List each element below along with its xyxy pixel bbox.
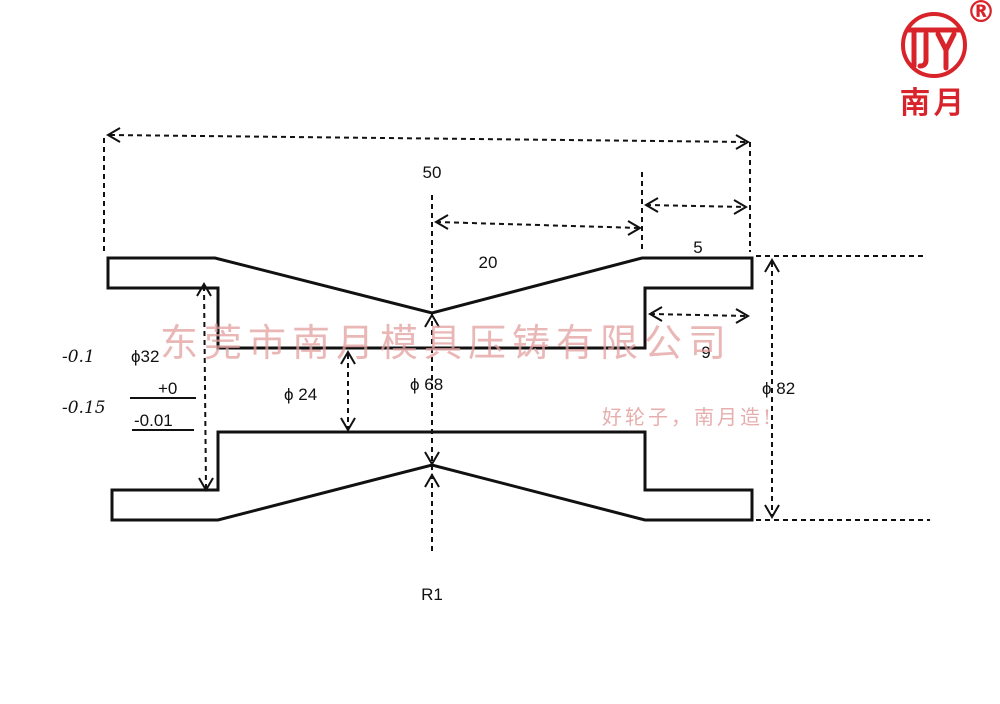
dim-seat-diameter: ϕ32 (131, 347, 159, 366)
watermark-company: 东莞市南月模具压铸有限公司 (160, 321, 732, 365)
arrow-outer-top (764, 258, 780, 273)
brand-name: 南月 (900, 86, 968, 121)
dim-center-diameter: ϕ 68 (410, 375, 443, 394)
arrow-step-left (648, 306, 663, 322)
arrow-center-top (424, 313, 440, 328)
arrow-step-right (735, 308, 750, 324)
tolerance-upper: +0 (158, 379, 177, 398)
brand-logo: ® 南月 (900, 0, 996, 121)
tolerance-lower: -0.01 (134, 411, 173, 430)
hand-note-2: -0.15 (62, 398, 106, 418)
hand-note-1: -0.1 (62, 347, 95, 367)
dim-line-seat (203, 285, 207, 489)
arrow-rim-left (644, 197, 659, 213)
dim-hub-step: 9 (701, 343, 710, 362)
dim-bore-diameter: ϕ 24 (284, 385, 317, 404)
arrow-rim-right (733, 199, 748, 215)
dim-line-overall (109, 134, 749, 143)
arrow-half-right (627, 220, 642, 236)
dim-overall-width: 50 (423, 163, 442, 182)
logo-glyph (905, 27, 963, 71)
arrow-outer-bottom (764, 504, 780, 519)
arrow-center-bottom (424, 451, 440, 466)
dim-line-step (649, 313, 749, 317)
arrow-overall-left (106, 127, 121, 143)
registered-mark: ® (966, 0, 996, 30)
arrow-center-lower (424, 473, 440, 488)
watermark-slogan: 好轮子，南月造! (602, 405, 774, 429)
part-outline-bottom (110, 430, 754, 522)
dim-line-rim (645, 204, 747, 208)
arrow-seat-top (196, 282, 212, 297)
arrow-half-left (434, 214, 449, 230)
arrow-bore-top (340, 350, 356, 365)
dim-rim-width: 5 (693, 238, 702, 257)
dim-half-width: 20 (479, 253, 498, 272)
part-outline-top (106, 256, 754, 350)
arrow-overall-right (735, 134, 750, 150)
dim-outer-diameter: ϕ 82 (762, 379, 795, 398)
arrow-seat-bottom (198, 477, 214, 492)
logo-ring (901, 12, 967, 78)
dim-line-half (435, 221, 641, 229)
arrow-bore-bottom (340, 417, 356, 432)
dim-radius: R1 (421, 585, 443, 604)
